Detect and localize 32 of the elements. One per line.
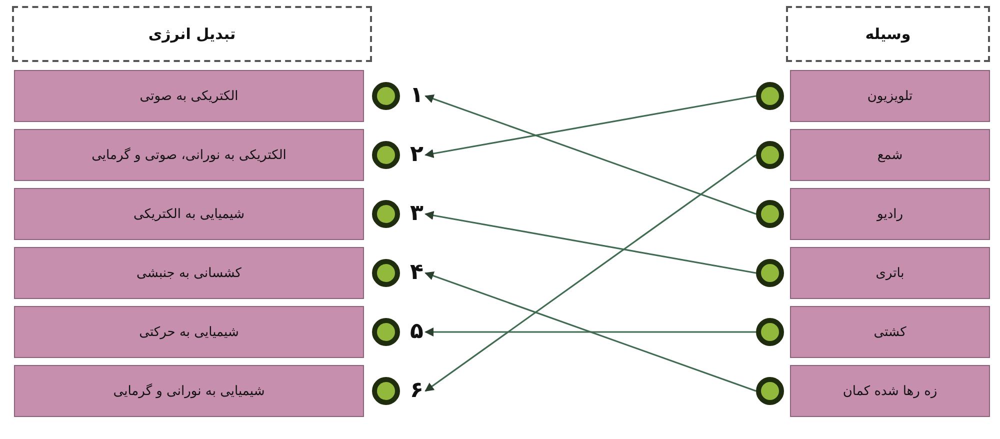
- handwritten-number: ۲: [410, 144, 424, 166]
- arrow: [424, 211, 756, 274]
- header-box: تبدیل انرژی: [12, 6, 372, 62]
- handwritten-number: ۳: [410, 203, 424, 225]
- table-row: الکتریکی به نورانی، صوتی و گرمایی: [14, 129, 364, 181]
- table-row: کشسانی به جنبشی: [14, 247, 364, 299]
- handwritten-number: ۴: [410, 262, 424, 284]
- table-row: کشتی: [790, 306, 990, 358]
- table-row: شمع: [790, 129, 990, 181]
- circle-marker: [756, 82, 784, 110]
- table-row: الکتریکی به صوتی: [14, 70, 364, 122]
- handwritten-number: ۶: [410, 380, 424, 402]
- handwritten-number: ۵: [410, 321, 424, 343]
- table-row: تلویزیون: [790, 70, 990, 122]
- circle-marker: [756, 377, 784, 405]
- table-row: شیمیایی به نورانی و گرمایی: [14, 365, 364, 417]
- circle-marker: [756, 200, 784, 228]
- circle-marker: [756, 141, 784, 169]
- table-row: شیمیایی به حرکتی: [14, 306, 364, 358]
- arrow: [424, 154, 756, 392]
- handwritten-number: ۱: [410, 85, 424, 107]
- table-row: رادیو: [790, 188, 990, 240]
- table-row: شیمیایی به الکتریکی: [14, 188, 364, 240]
- circle-marker: [756, 318, 784, 346]
- arrow: [424, 328, 756, 336]
- circle-marker: [756, 259, 784, 287]
- arrow: [424, 271, 756, 392]
- arrow: [424, 94, 756, 215]
- table-row: زه رها شده کمان: [790, 365, 990, 417]
- table-row: باتری: [790, 247, 990, 299]
- header-box: وسیله: [786, 6, 990, 62]
- arrow: [424, 95, 756, 158]
